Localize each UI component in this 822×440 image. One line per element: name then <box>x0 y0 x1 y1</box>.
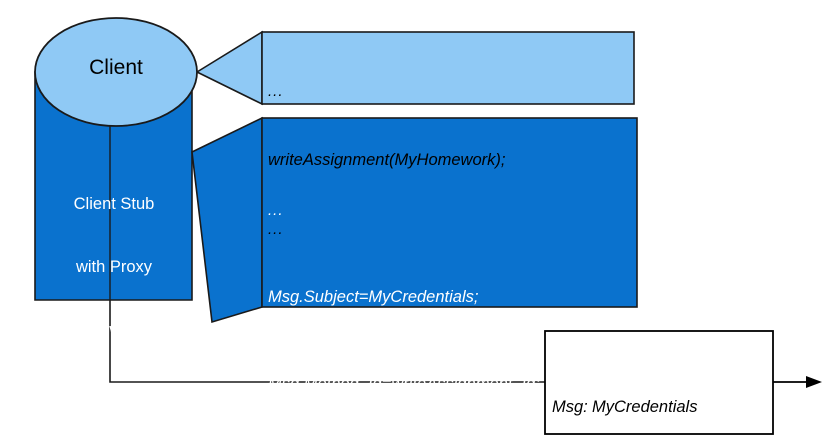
callout-stub-line-2: Msg.Subject=MyCredentials; <box>268 288 479 306</box>
client-node-label: Client <box>89 56 143 79</box>
message-box-text-group: Msg:MyCredentials writeAssignment_Id MyH… <box>552 340 762 440</box>
callout-stub-text-group: ... Msg.Subject=MyCredentials; Msg.Metho… <box>268 138 633 440</box>
message-box-value-1: MyCredentials <box>592 398 698 416</box>
client-stub-label-line-4: PEP and PDP) <box>59 384 169 402</box>
callout-application-line-2: writeAssignment(MyHomework); <box>268 151 506 169</box>
callout-stub-line-3: Msg.Method_Id=writeAssignment_Id; <box>268 375 540 393</box>
message-box-key: Msg: <box>552 398 588 416</box>
callout-stub-tail <box>191 116 263 324</box>
callout-application-tail <box>195 30 263 106</box>
callout-stub-line-1: ... <box>268 202 284 219</box>
client-stub-label-line-3: (here without <box>66 321 162 339</box>
client-ellipse <box>34 17 198 127</box>
message-flow-line <box>109 300 545 383</box>
client-stub-label-group: Client Stub with Proxy (here without PEP… <box>30 152 198 440</box>
client-stub-label-line-2: with Proxy <box>75 258 153 276</box>
callout-stub-box <box>261 117 638 308</box>
callout-application-line-3: ... <box>268 221 284 238</box>
message-box-row-1: Msg:MyCredentials <box>552 394 762 421</box>
callout-application-box <box>261 31 635 105</box>
callout-application-line-1: ... <box>268 83 284 100</box>
client-stub-label-line-1: Client Stub <box>73 195 155 213</box>
outgoing-arrow-head <box>806 376 822 388</box>
callout-application-text-group: ... writeAssignment(MyHomework); ... <box>268 34 628 287</box>
